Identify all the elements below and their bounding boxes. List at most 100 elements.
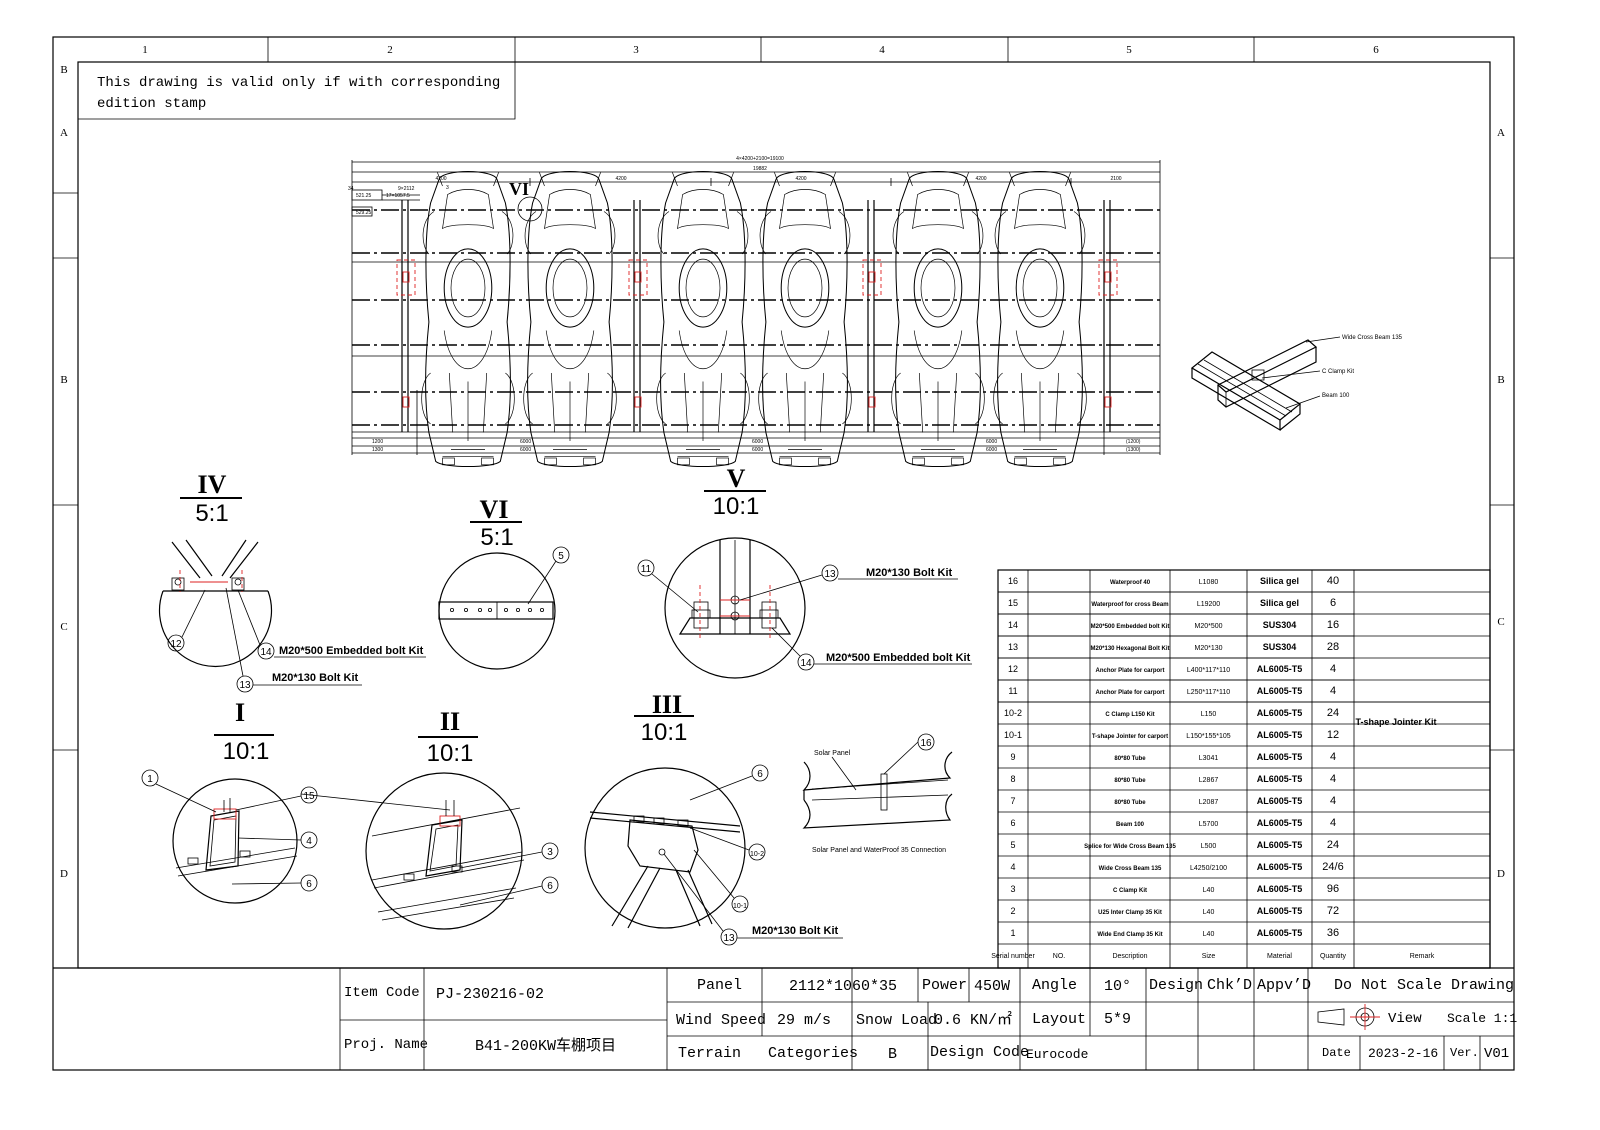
callout-6: 6 [306, 879, 312, 890]
bom-cell-desc: C Clamp Kit [1113, 888, 1147, 894]
bom-cell-serial: 10-2 [1004, 708, 1022, 718]
bom-cell-material: Silica gel [1260, 598, 1299, 608]
dim-small: 9×2112 [398, 186, 415, 192]
bom-cell-material: AL6005-T5 [1257, 862, 1303, 872]
power-value: 450W [974, 978, 1010, 995]
validity-note-line1: This drawing is valid only if with corre… [97, 75, 500, 91]
design-code-value: Eurocode [1026, 1047, 1088, 1062]
label-bolt-kit: M20*130 Bolt Kit [866, 567, 953, 579]
dim-span: 4200 [975, 176, 986, 182]
label-snow-load: Snow Load [856, 1012, 937, 1029]
bom-cell-qty: 4 [1330, 795, 1336, 807]
validity-note: This drawing is valid only if with corre… [78, 62, 516, 120]
label-panel: Panel [697, 977, 742, 994]
row-label: B [1497, 374, 1504, 386]
bom-cell-material: AL6005-T5 [1257, 840, 1303, 850]
bom-cell-desc: M20*130 Hexagonal Bolt Kit [1090, 646, 1169, 652]
row-label: A [1497, 127, 1505, 139]
callout-15: 15 [303, 791, 315, 802]
bom-cell-size: L400*117*110 [1187, 667, 1230, 674]
caption-connection: Solar Panel and WaterProof 35 Connection [812, 847, 946, 854]
bom-header: Serial number [991, 953, 1035, 960]
bom-cell-qty: 4 [1330, 663, 1336, 675]
bom-cell-desc: Waterproof 40 [1110, 580, 1151, 586]
car-outline [523, 171, 617, 468]
bom-cell-material: AL6005-T5 [1257, 664, 1303, 674]
bom-cell-desc: Anchor Plate for carport [1095, 668, 1164, 674]
bom-cell-size: M20*130 [1194, 645, 1222, 652]
bom-cell-qty: 28 [1327, 641, 1339, 653]
iso-label-wide-cross-beam: Wide Cross Beam 135 [1342, 335, 1403, 341]
column-label: 3 [633, 44, 639, 56]
label-date: Date [1322, 1046, 1351, 1060]
bom-cell-qty: 40 [1327, 575, 1339, 587]
iso-label-c-clamp: C Clamp Kit [1322, 369, 1354, 375]
dim-small: 34 [348, 186, 354, 192]
label-embedded-bolt: M20*500 Embedded bolt Kit [279, 645, 424, 657]
column-label: 2 [387, 44, 393, 56]
detail-vi: VI 5:1 5 [438, 495, 570, 670]
bom-cell-qty: 12 [1327, 729, 1339, 741]
dim-total: 19882 [753, 166, 767, 172]
bom-cell-desc: Wide End Clamp 35 Kit [1097, 932, 1162, 938]
bom-cell-size: L150*155*105 [1186, 733, 1230, 740]
label-bolt-kit: M20*130 Bolt Kit [752, 925, 839, 937]
label-wind-speed: Wind Speed [676, 1012, 766, 1029]
label-design: Design [1149, 977, 1203, 994]
bom-cell-desc: Waterproof for cross Beam [1091, 602, 1168, 608]
bom-cell-desc: 80*80 Tube [1114, 778, 1146, 784]
row-label: B [60, 64, 67, 76]
bom-cell-material: AL6005-T5 [1257, 796, 1303, 806]
bom-cell-serial: 11 [1008, 686, 1017, 696]
ver-value: V01 [1484, 1046, 1509, 1062]
bom-cell-qty: 4 [1330, 817, 1336, 829]
bom-cell-serial: 14 [1008, 620, 1018, 630]
bom-cell-size: L4250/2100 [1190, 865, 1227, 872]
bom-cell-serial: 6 [1010, 818, 1015, 828]
bom-cell-qty: 4 [1330, 685, 1336, 697]
callout-6: 6 [547, 881, 553, 892]
detail-iii: III 10:1 6 10-2 10-1 13 M20*130 Bolt Kit [584, 690, 843, 946]
bom-cell-size: L40 [1203, 887, 1215, 894]
dim-bottom: 6000 [520, 439, 531, 445]
callout-6: 6 [757, 769, 763, 780]
callout-4: 4 [306, 836, 312, 847]
angle-value: 10° [1104, 978, 1131, 995]
bom-cell-size: L40 [1203, 909, 1215, 916]
bom-header: Quantity [1320, 953, 1347, 960]
bom-cell-size: M20*500 [1194, 623, 1222, 630]
detail-scale: 10:1 [427, 740, 474, 767]
detail-numeral: II [440, 707, 460, 736]
bom-cell-qty: 24/6 [1322, 861, 1343, 873]
car-outline [758, 171, 852, 468]
bom-cell-material: AL6005-T5 [1257, 730, 1303, 740]
bom-cell-size: L2087 [1199, 799, 1219, 806]
callout-14: 14 [800, 658, 812, 669]
row-label: C [60, 621, 67, 633]
bom-cell-qty: 96 [1327, 883, 1339, 895]
bom-cell-desc: Beam 100 [1116, 822, 1145, 828]
dim-bottom: 6000 [986, 439, 997, 445]
label-angle: Angle [1032, 977, 1077, 994]
callout-13: 13 [723, 933, 735, 944]
dim-small: 529.25 [356, 210, 372, 216]
bom-cell-size: L19200 [1197, 601, 1220, 608]
dim-bottom: 6000 [752, 439, 763, 445]
bom-cell-material: AL6005-T5 [1257, 884, 1303, 894]
column-labels: 1 2 3 4 5 6 [142, 44, 1379, 56]
detail-connection: 16 Solar Panel Solar Panel and WaterProo… [802, 733, 953, 854]
bom-cell-size: L1080 [1199, 579, 1219, 586]
dim-bottom: 6000 [986, 447, 997, 453]
dim-small: 17×1057.5 [386, 193, 410, 199]
bom-cell-serial: 7 [1010, 796, 1015, 806]
label-view: View [1388, 1011, 1422, 1027]
dim-small: 521.25 [356, 193, 372, 199]
plan-view: 4×4200+2100=19100 19882 4200 4200 4200 4… [348, 156, 1161, 468]
bom-cell-material: SUS304 [1263, 620, 1297, 630]
bom-cell-serial: 13 [1008, 642, 1018, 652]
bom-header: Material [1267, 953, 1292, 960]
dim-span: 4200 [615, 176, 626, 182]
callout-11: 11 [641, 564, 652, 575]
date-value: 2023-2-16 [1368, 1046, 1438, 1061]
